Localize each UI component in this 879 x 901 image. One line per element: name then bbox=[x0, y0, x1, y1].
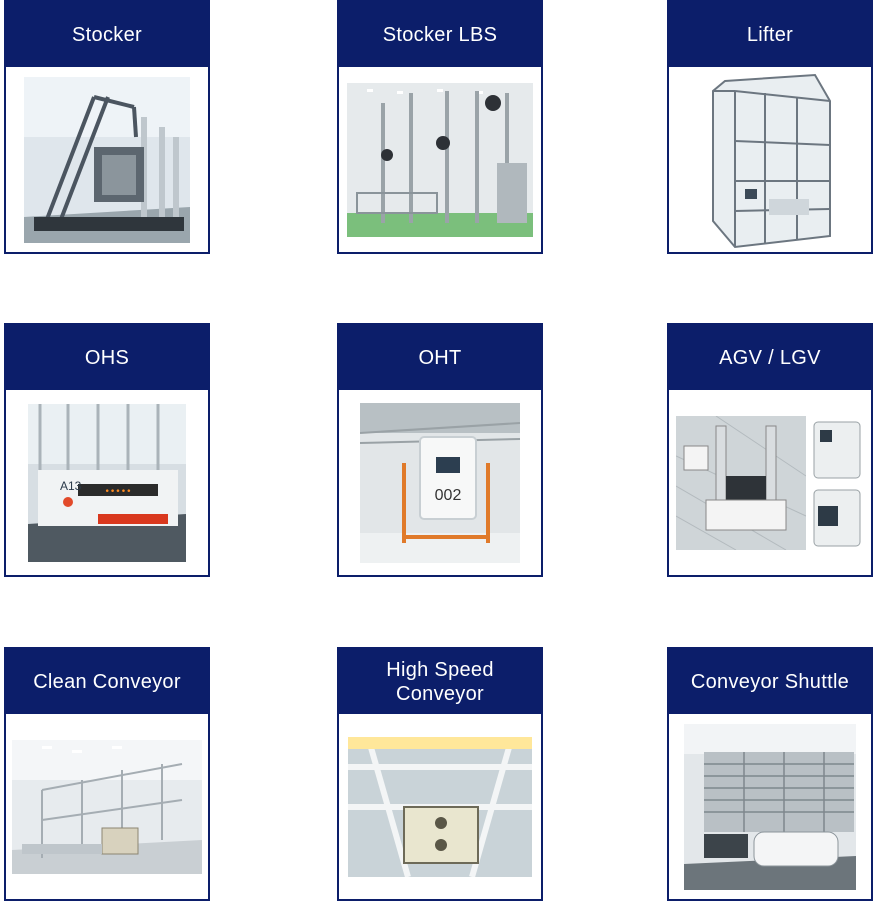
stocker-photo bbox=[24, 76, 190, 243]
card-stocker-lbs[interactable]: Stocker LBS bbox=[337, 0, 543, 254]
card-title-oht: OHT bbox=[339, 325, 541, 390]
card-title-stocker: Stocker bbox=[6, 2, 208, 67]
card-ohs[interactable]: OHS ••••• A13 bbox=[4, 323, 210, 577]
ohs-photo: ••••• A13 bbox=[28, 403, 186, 562]
card-title-stocker-lbs: Stocker LBS bbox=[339, 2, 541, 67]
clean-conveyor-photo bbox=[12, 739, 202, 874]
card-clean-conveyor[interactable]: Clean Conveyor bbox=[4, 647, 210, 901]
card-agv-lgv[interactable]: AGV / LGV bbox=[667, 323, 873, 577]
agv-lgv-photo bbox=[676, 415, 864, 550]
lifter-photo bbox=[705, 70, 835, 249]
card-title-ohs: OHS bbox=[6, 325, 208, 390]
card-title-high-speed-conveyor: High Speed Conveyor bbox=[339, 649, 541, 714]
card-lifter[interactable]: Lifter bbox=[667, 0, 873, 254]
svg-text:•••••: ••••• bbox=[104, 487, 131, 497]
card-title-agv-lgv: AGV / LGV bbox=[669, 325, 871, 390]
card-high-speed-conveyor[interactable]: High Speed Conveyor bbox=[337, 647, 543, 901]
oht-photo: 002 bbox=[360, 402, 520, 563]
conveyor-shuttle-photo bbox=[684, 723, 856, 890]
oht-unit-number: 002 bbox=[435, 487, 462, 504]
stocker-lbs-photo bbox=[347, 82, 533, 237]
high-speed-conveyor-photo bbox=[348, 736, 532, 877]
card-conveyor-shuttle[interactable]: Conveyor Shuttle bbox=[667, 647, 873, 901]
card-title-clean-conveyor: Clean Conveyor bbox=[6, 649, 208, 714]
card-title-conveyor-shuttle: Conveyor Shuttle bbox=[669, 649, 871, 714]
card-oht[interactable]: OHT 002 bbox=[337, 323, 543, 577]
ohs-unit-label: A13 bbox=[60, 479, 82, 493]
card-title-lifter: Lifter bbox=[669, 2, 871, 67]
card-stocker[interactable]: Stocker bbox=[4, 0, 210, 254]
